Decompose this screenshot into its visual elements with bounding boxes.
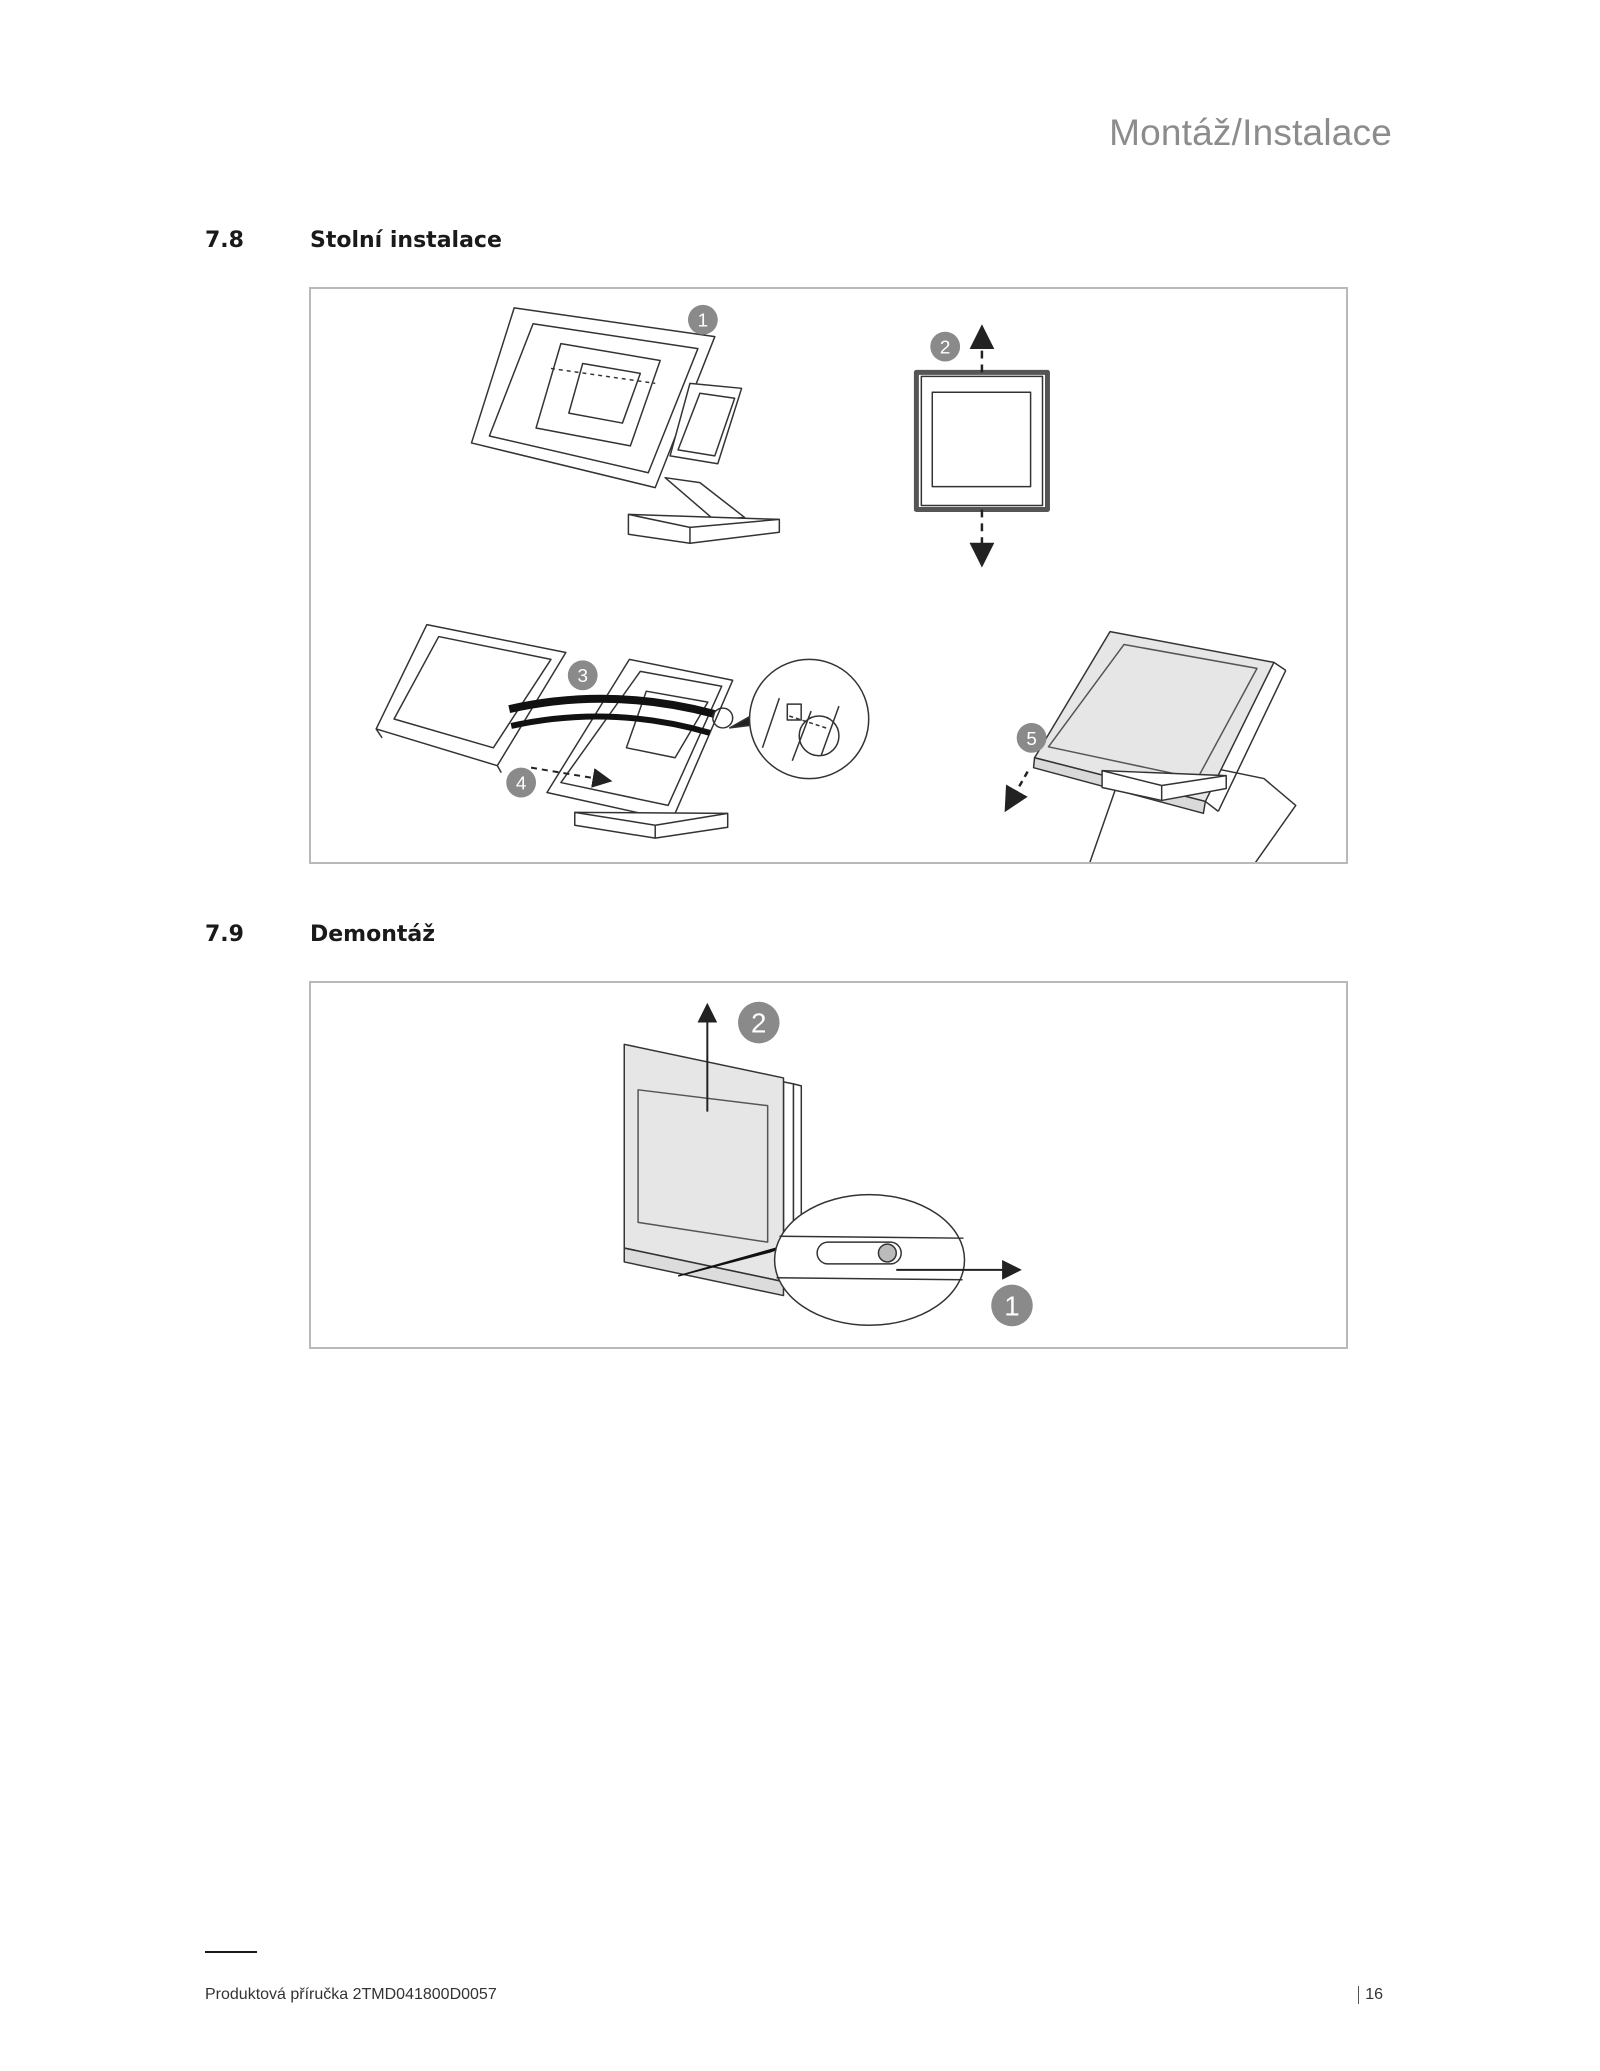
step-label-4: 4	[516, 773, 527, 794]
demount-step-label-2: 2	[751, 1007, 766, 1038]
footer-page-number: 16	[1358, 1986, 1383, 2004]
step-badge-4: 4	[506, 767, 537, 798]
demount-step-badge-1: 1	[991, 1284, 1033, 1327]
step-label-3: 3	[577, 665, 588, 686]
step5-drawing	[1004, 630, 1297, 862]
demount-step-badge-2: 2	[737, 1001, 780, 1044]
footer-document-name: Produktová příručka 2TMD041800D0057	[205, 1986, 497, 2003]
section-title-table-install: Stolní instalace	[310, 228, 502, 253]
section-number-7-9: 7.9	[205, 922, 244, 947]
footer-rule	[205, 1951, 257, 1953]
section-title-dismantling: Demontáž	[310, 922, 436, 947]
section-number-7-8: 7.8	[205, 228, 244, 253]
step2-drawing	[913, 324, 1050, 568]
illustration-dismantling: 2 1	[623, 1001, 1033, 1327]
step1-drawing	[470, 307, 781, 544]
step-badge-5: 5	[1016, 722, 1047, 753]
step-label-5: 5	[1026, 728, 1037, 749]
illustration-table-installation: 1 2 3 4 5	[375, 304, 1297, 862]
step-badge-2: 2	[930, 331, 961, 362]
step3-4-drawing	[375, 623, 870, 839]
step-label-2: 2	[940, 337, 951, 358]
step-badge-1: 1	[687, 304, 718, 335]
page-header-title: Montáž/Instalace	[1109, 112, 1392, 153]
figure-table-installation: 1 2 3 4 5	[309, 287, 1348, 864]
figure-dismantling: 2 1	[309, 981, 1348, 1349]
step-label-1: 1	[698, 310, 709, 331]
step-badge-3: 3	[567, 660, 598, 691]
demount-step-label-1: 1	[1004, 1290, 1019, 1321]
